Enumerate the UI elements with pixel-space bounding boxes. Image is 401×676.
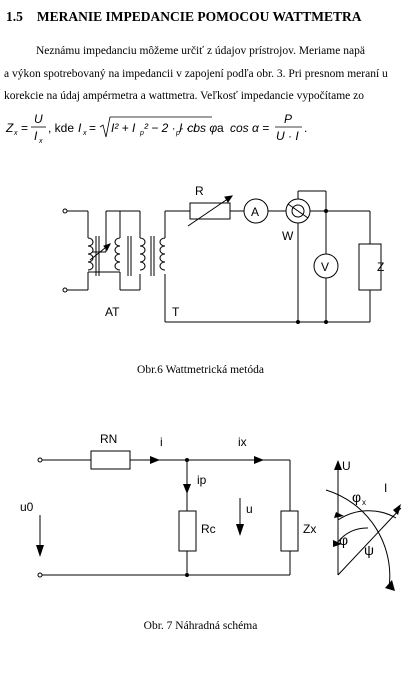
terminal-bottom: [37, 572, 43, 578]
formula-sqrt-body: I² + I: [111, 121, 136, 135]
formula-den-sub: x: [38, 138, 43, 145]
figure6-wattmeter-circuit: R A W V Z AT T: [62, 184, 384, 324]
arrowhead-i: [150, 456, 160, 464]
formula-den-i: I: [34, 129, 38, 143]
phasor-i: [337, 507, 401, 576]
arrowhead-u: [236, 524, 244, 536]
arc-phi: [337, 527, 369, 543]
figure6-caption: Obr.6 Wattmetrická metóda: [137, 364, 264, 376]
section-number: 1.5: [6, 9, 23, 24]
label-phi: φ: [339, 532, 348, 548]
formula-cos-alpha: cos α =: [230, 121, 269, 135]
figure7-equivalent-circuit: RN i ix ip u0 Rc u Zx U I φ x φ ψ: [20, 432, 401, 591]
label-phi-x-sub: x: [362, 498, 366, 507]
autotransformer-at: [87, 210, 120, 290]
label-ix: ix: [238, 435, 247, 449]
section-title: MERANIE IMPEDANCIE POMOCOU WATTMETRA: [36, 9, 362, 24]
label-at: AT: [105, 305, 120, 319]
formula-ix: I: [78, 121, 82, 135]
arrowhead-phasor-u: [334, 460, 342, 470]
label-t: T: [172, 305, 180, 319]
label-r: R: [195, 184, 204, 198]
arrowhead-arc-psi: [385, 580, 395, 591]
formula-cos-phi: · cos φ: [180, 121, 217, 135]
formula-kde: , kde: [48, 121, 74, 135]
paragraph-line-3: korekcie na údaj ampérmetra a wattmetra.…: [4, 90, 364, 102]
formula-num-u: U: [34, 112, 43, 126]
label-u: u: [246, 502, 253, 516]
formula-den-ui: U · I: [276, 129, 299, 143]
transformer-t: [114, 211, 166, 322]
formula-ix-sub: x: [82, 130, 87, 137]
input-terminal-bottom: [62, 287, 68, 293]
arrowhead-arc-phi-x: [334, 512, 344, 518]
formula-zx-sub: x: [13, 130, 18, 137]
formula-sqrt-rest: ² − 2 · I · I: [144, 121, 197, 135]
impedance-formula: Z x = U I x , kde I x = I² + I p ² − 2 ·…: [5, 112, 307, 145]
impedance-zx: [280, 510, 299, 552]
formula-num-p: P: [284, 112, 292, 126]
label-phasor-u: U: [342, 459, 351, 473]
formula-a: a: [217, 121, 224, 135]
rheostat-arrow: [187, 195, 233, 227]
formula-ip-sub-2: p: [175, 130, 180, 137]
arrowhead-u0: [36, 545, 44, 557]
arrowhead-arc-phi: [333, 540, 342, 547]
resistor-rc: [178, 510, 197, 552]
arc-phi-x: [337, 510, 397, 521]
formula-period: .: [304, 121, 307, 135]
formula-zx: Z: [5, 121, 14, 135]
label-v: V: [321, 260, 329, 274]
formula-eq-2: =: [89, 121, 96, 135]
label-ip: ip: [197, 473, 207, 487]
label-rn: RN: [100, 432, 117, 446]
formula-ip-sub: p: [139, 130, 144, 137]
label-z: Z: [377, 260, 384, 274]
formula-eq-1: =: [21, 121, 28, 135]
wattmeter-w: [285, 190, 327, 224]
label-phi-x: φ: [352, 489, 361, 505]
arc-psi: [325, 489, 391, 589]
label-w: W: [282, 229, 294, 243]
input-terminal-top: [62, 208, 68, 214]
paragraph-line-2: a výkon spotrebovaný na impedancii v zap…: [4, 68, 388, 80]
figure7-caption: Obr. 7 Náhradná schéma: [143, 620, 258, 632]
label-psi: ψ: [364, 542, 374, 558]
terminal-top: [37, 457, 43, 463]
label-zx: Zx: [303, 522, 316, 536]
paragraph-line-1: Neznámu impedanciu môžeme určiť z údajov…: [36, 45, 365, 57]
section-heading: 1.5 MERANIE IMPEDANCIE POMOCOU WATTMETRA: [6, 9, 362, 25]
arrowhead-ip: [183, 484, 191, 494]
label-i: i: [160, 435, 163, 449]
arrowhead-ix: [254, 456, 264, 464]
label-rc: Rc: [201, 522, 216, 536]
arrowhead-phasor-i: [393, 504, 401, 515]
label-u0: u0: [20, 500, 34, 514]
resistor-rn: [90, 450, 131, 470]
label-phasor-i: I: [384, 481, 387, 495]
label-a: A: [251, 205, 259, 219]
